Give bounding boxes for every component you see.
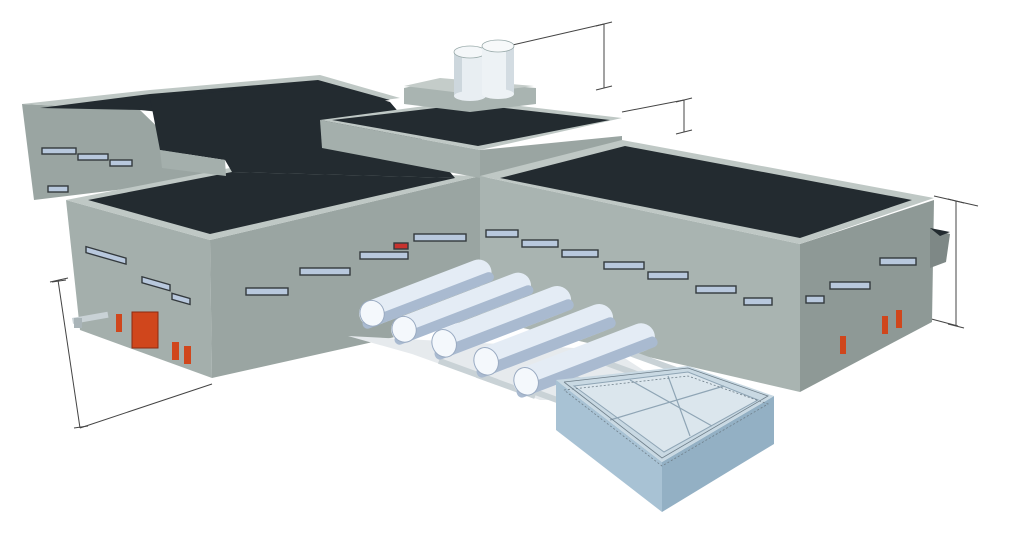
window-row-right bbox=[485, 229, 917, 306]
pipe-stub bbox=[72, 311, 109, 328]
fence-icon bbox=[563, 367, 769, 467]
dimension-line-icon bbox=[621, 97, 693, 135]
dimension-line-icon bbox=[507, 21, 613, 91]
silo-icon bbox=[453, 45, 487, 101]
window-row-front bbox=[245, 233, 467, 296]
loading-door bbox=[132, 312, 158, 348]
window-row-left-face bbox=[85, 245, 191, 306]
silo-icon bbox=[481, 39, 515, 99]
storage-tank-icon bbox=[513, 323, 658, 398]
right-wing bbox=[480, 140, 950, 392]
dimension-lines bbox=[49, 21, 979, 429]
reservoir-block bbox=[556, 366, 774, 512]
silo-group bbox=[453, 39, 515, 101]
storage-tank-icon bbox=[473, 303, 616, 378]
storage-tank-icon bbox=[431, 285, 574, 360]
dimension-line-icon bbox=[49, 277, 213, 429]
storage-tank-icon bbox=[359, 259, 494, 329]
storage-tanks bbox=[359, 259, 658, 398]
storage-tank-icon bbox=[391, 272, 534, 345]
window-row-wing bbox=[41, 147, 133, 193]
window-group bbox=[41, 147, 917, 306]
door-group bbox=[116, 310, 902, 364]
sign-panel bbox=[393, 242, 409, 250]
dimension-line-icon bbox=[919, 195, 979, 329]
